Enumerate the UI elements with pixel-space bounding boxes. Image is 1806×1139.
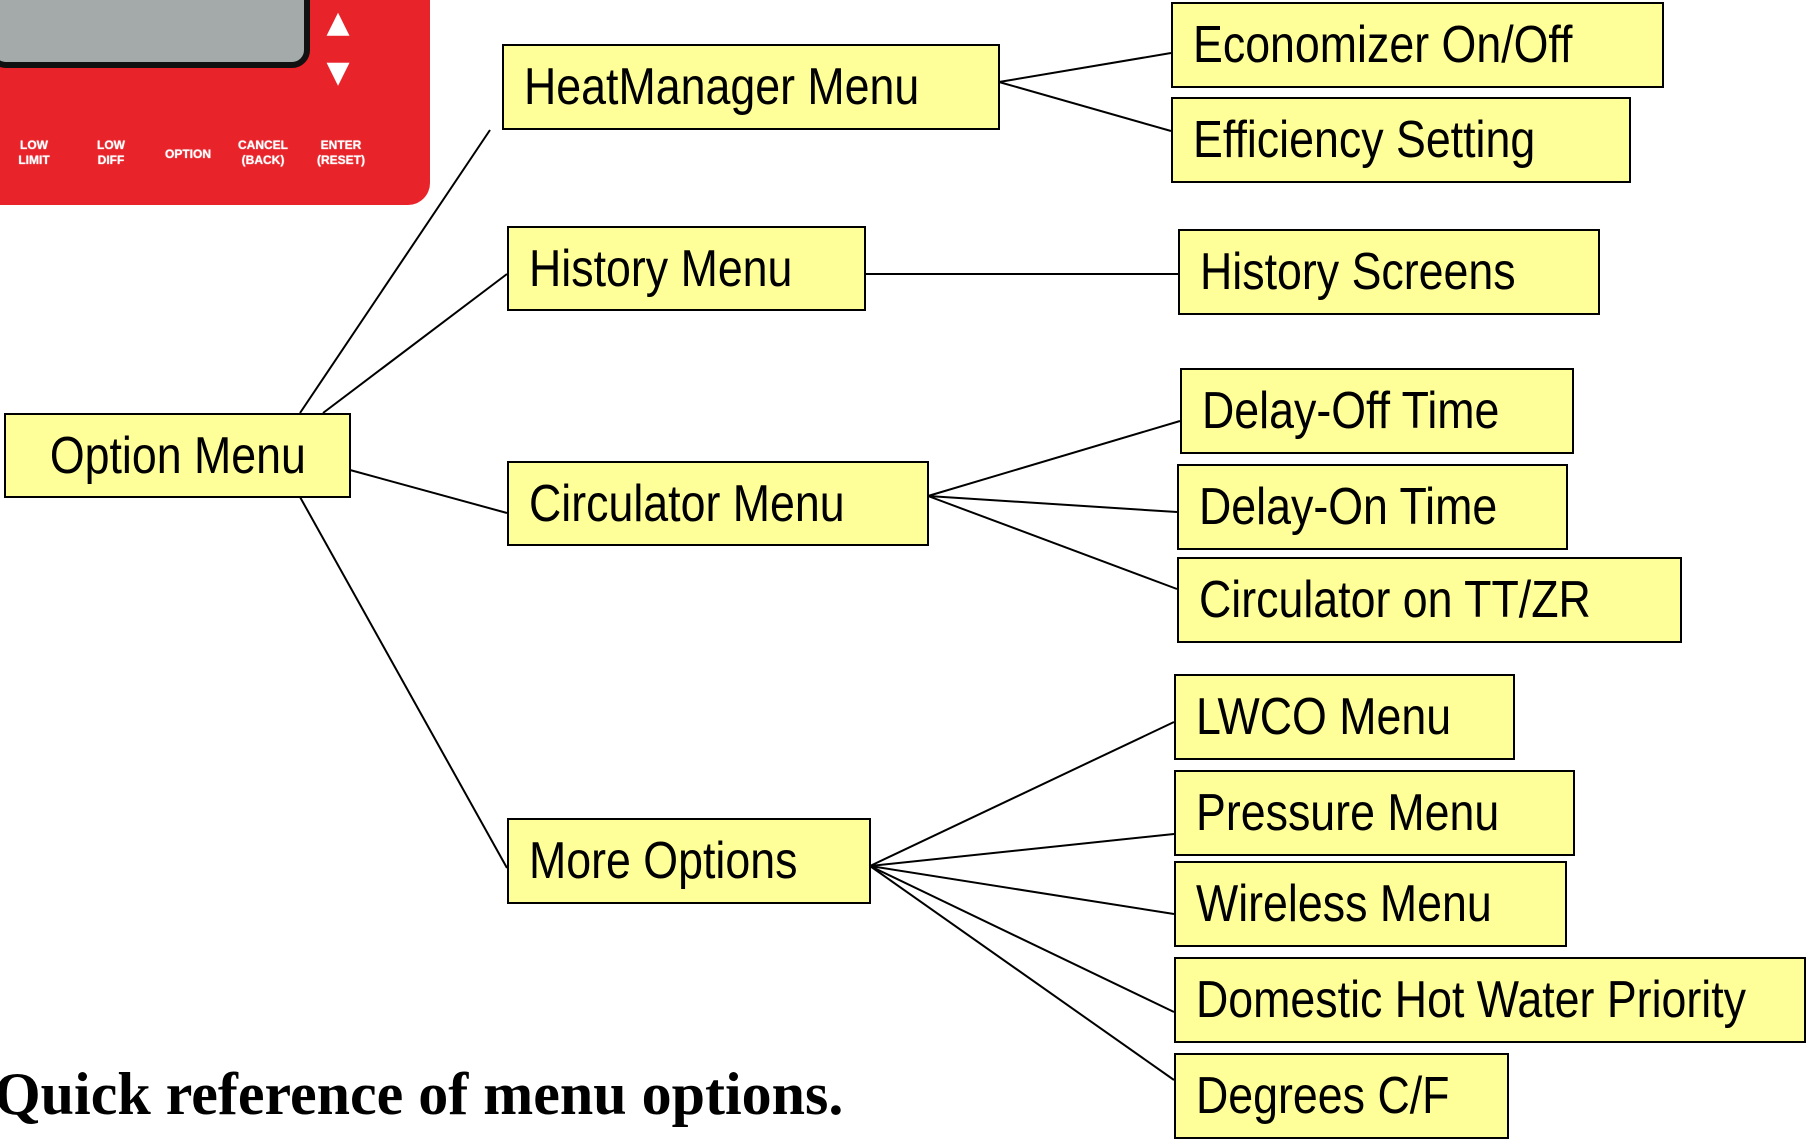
more-options-box: More Options [507,818,871,904]
circulator-menu-box: Circulator Menu [507,461,929,546]
down-arrow-icon[interactable]: ▼ [326,55,350,90]
delay-on-time-box: Delay-On Time [1177,464,1568,550]
option-button[interactable]: OPTION [164,147,211,161]
low-limit-button[interactable]: LOW LIMIT [18,138,50,167]
option-menu-box: Option Menu [4,413,351,498]
up-arrow-icon[interactable]: ▲ [326,5,350,40]
lwco-menu-box: LWCO Menu [1174,674,1515,760]
cancel-back-button[interactable]: CANCEL (BACK) [238,138,288,167]
history-menu-box: History Menu [507,226,866,311]
circulator-on-tt-zr-box: Circulator on TT/ZR [1177,557,1682,643]
low-diff-button[interactable]: LOW DIFF [97,138,125,167]
domestic-hot-water-priority-box: Domestic Hot Water Priority [1174,957,1806,1043]
history-screens-box: History Screens [1178,229,1600,315]
enter-reset-button[interactable]: ENTER (RESET) [317,138,365,167]
control-panel: ▲ ▼ LOW LIMIT LOW DIFF OPTION CANCEL (BA… [0,0,430,205]
wireless-menu-box: Wireless Menu [1174,861,1567,947]
delay-off-time-box: Delay-Off Time [1180,368,1574,454]
efficiency-setting-box: Efficiency Setting [1171,97,1631,183]
lcd-display [0,0,310,68]
pressure-menu-box: Pressure Menu [1174,770,1575,856]
economizer-box: Economizer On/Off [1171,2,1664,88]
degrees-cf-box: Degrees C/F [1174,1053,1509,1139]
heatmanager-menu-box: HeatManager Menu [502,44,1000,130]
figure-caption: Quick reference of menu options. [0,1061,844,1127]
